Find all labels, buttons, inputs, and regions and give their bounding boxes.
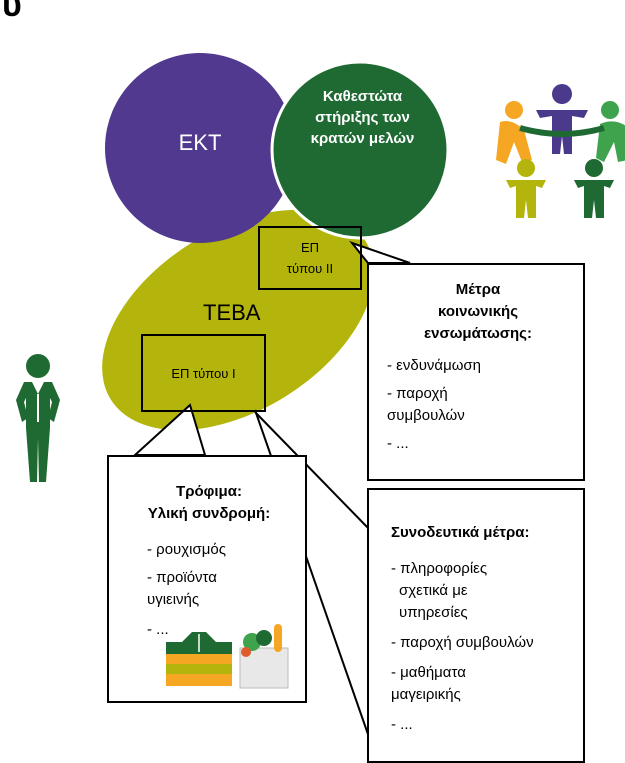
support-connector-1 bbox=[254, 411, 371, 531]
food-item-3: υγιεινής bbox=[147, 591, 200, 608]
ep-type-2-box: ΕΠ τύπου ΙΙ bbox=[258, 226, 362, 290]
ep-type-1-box: ΕΠ τύπου Ι bbox=[141, 334, 266, 412]
food-title-line-2: Υλική συνδρομή: bbox=[147, 505, 271, 522]
social-title-line-3: ενσωμάτωσης: bbox=[424, 325, 532, 342]
ekt-circle bbox=[105, 53, 295, 243]
social-integration-box: Μέτρα κοινωνικής ενσωμάτωσης: - ενδυνάμω… bbox=[367, 263, 585, 481]
social-title-line-2: κοινωνικής bbox=[437, 303, 519, 320]
grocery-bag-icon bbox=[239, 624, 289, 689]
support-item-6: μαγειρικής bbox=[391, 686, 461, 703]
ep-type-2-line2: τύπου ΙΙ bbox=[286, 261, 334, 276]
social-item-3: συμβουλών bbox=[387, 407, 465, 424]
food-item-2: - προϊόντα bbox=[147, 569, 217, 586]
national-label: Καθεστώτα στήριξης των κρατών μελών bbox=[310, 88, 415, 147]
support-item-7: - ... bbox=[391, 716, 413, 733]
teva-label: ΤΕΒΑ bbox=[203, 300, 261, 325]
social-item-1: - ενδυνάμωση bbox=[387, 357, 482, 374]
social-item-4: - ... bbox=[387, 435, 409, 452]
social-title-line-1: Μέτρα bbox=[455, 281, 501, 298]
support-item-5: - μαθήματα bbox=[391, 664, 466, 681]
ep-type-1-label: ΕΠ τύπου Ι bbox=[171, 365, 236, 381]
support-title: Συνοδευτικά μέτρα: bbox=[391, 524, 530, 541]
ekt-label: ΕΚΤ bbox=[178, 130, 222, 155]
support-item-1: - πληροφορίες bbox=[391, 560, 488, 577]
support-item-2: σχετικά με bbox=[399, 582, 468, 599]
header-fragment: ϋ bbox=[2, 0, 22, 24]
clothes-grocery-illustration bbox=[166, 624, 289, 689]
teva-ellipse bbox=[102, 209, 374, 431]
food-item-1: - ρουχισμός bbox=[147, 541, 226, 558]
folded-clothes-icon bbox=[166, 632, 232, 686]
ep-type-2-line1: ΕΠ bbox=[300, 240, 320, 255]
food-item-4: - ... bbox=[147, 621, 169, 638]
food-title-line-1: Τρόφιμα: bbox=[176, 483, 242, 500]
social-item-2: - παροχή bbox=[387, 385, 448, 402]
support-item-4: - παροχή συμβουλών bbox=[391, 634, 534, 651]
standing-man-icon bbox=[16, 354, 60, 482]
accompanying-measures-box: Συνοδευτικά μέτρα: - πληροφορίες σχετικά… bbox=[367, 488, 585, 763]
people-circle-icon bbox=[496, 84, 625, 218]
support-item-3: υπηρεσίες bbox=[399, 604, 468, 621]
